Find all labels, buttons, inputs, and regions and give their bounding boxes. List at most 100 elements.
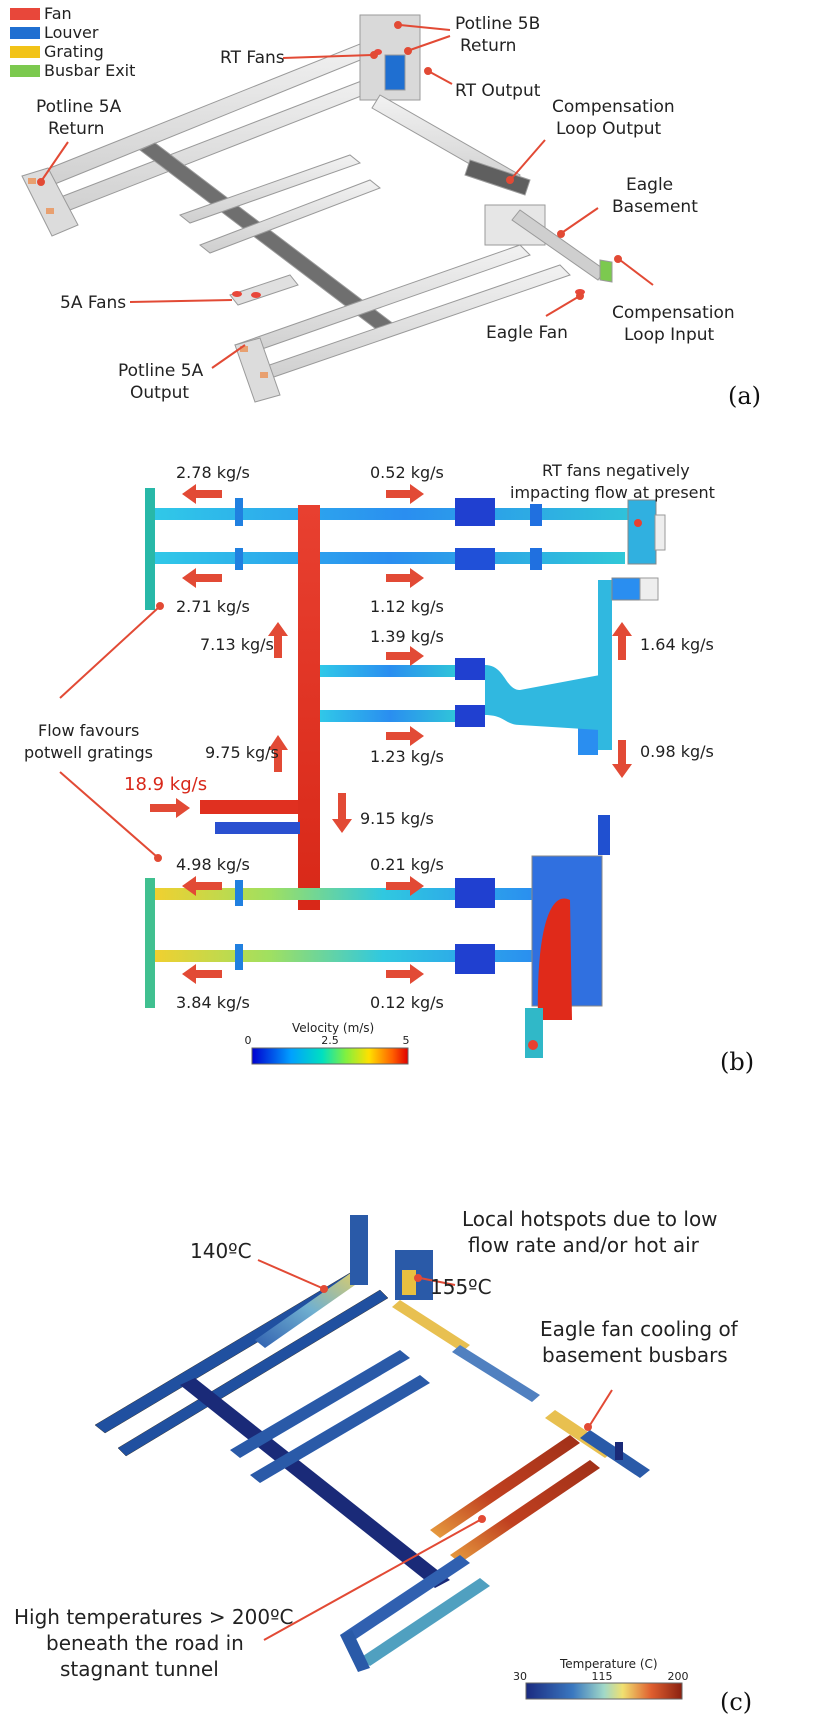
arrow-up-icon: [268, 622, 288, 658]
arrow-up-icon: [268, 735, 288, 772]
colorbar-tick-min: 0: [245, 1034, 252, 1047]
legend-busbar-exit: Busbar Exit: [44, 61, 135, 80]
flow-top-mid: 0.52 kg/s: [370, 463, 444, 482]
flow-top-left: 2.78 kg/s: [176, 463, 250, 482]
note-potwell-line2: potwell gratings: [24, 743, 153, 762]
callout-rt-fans: RT Fans: [220, 48, 285, 68]
flow-bottom-mid: 0.12 kg/s: [370, 993, 444, 1012]
tunnel-network: [21, 14, 613, 403]
grating-icon: [260, 372, 268, 378]
panel-b-tag: (b): [720, 1048, 754, 1076]
panel-a-tag: (a): [728, 382, 761, 410]
callout-eagle-basement-line2: Basement: [612, 197, 698, 217]
callout-comp-loop-input-line2: Loop Input: [624, 325, 715, 345]
panel-c-temperature-map: 140ºC 155ºC Local hotspots due to low fl…: [0, 1180, 832, 1715]
callout-eagle-fan: Eagle Fan: [486, 323, 568, 343]
note-rt-fans-line1: RT fans negatively: [542, 461, 690, 480]
temp-colorbar-tick-mid: 115: [592, 1670, 613, 1683]
arrow-down-icon: [332, 793, 352, 833]
callout-potline-5a-return-line2: Return: [48, 119, 104, 139]
note-high-temp-line3: stagnant tunnel: [60, 1657, 219, 1681]
note-hotspot-line2: flow rate and/or hot air: [468, 1233, 700, 1257]
callout-comp-loop-output-line1: Compensation: [552, 97, 675, 117]
arrow-right-icon: [386, 726, 424, 746]
panel-b-svg: 2.78 kg/s 0.52 kg/s 2.71 kg/s 1.12 kg/s …: [24, 461, 754, 1076]
temp-colorbar-tick-min: 30: [513, 1670, 527, 1683]
fan-icon: [251, 292, 261, 298]
legend-swatch-grating: [10, 46, 40, 58]
callout-potline-5b-return-line1: Potline 5B: [455, 14, 540, 34]
callout-lines: [37, 21, 654, 369]
temp-colorbar-title: Temperature (C): [559, 1657, 658, 1671]
grating-icon: [46, 208, 54, 214]
callout-potline-5a-return-line1: Potline 5A: [36, 97, 122, 117]
temperature-colorbar: Temperature (C) 30 115 200: [513, 1657, 689, 1700]
flow-loop-top: 1.39 kg/s: [370, 627, 444, 646]
arrow-up-icon: [612, 622, 632, 660]
legend-fan: Fan: [44, 4, 72, 23]
callout-eagle-basement-line1: Eagle: [626, 175, 673, 195]
note-temp-140: 140ºC: [190, 1239, 252, 1263]
legend: Fan Louver Grating Busbar Exit: [10, 4, 135, 80]
colorbar-title: Velocity (m/s): [292, 1021, 374, 1035]
grating-icon: [28, 178, 36, 184]
arrow-right-icon: [386, 484, 424, 504]
temp-callout-lines: [257, 1259, 613, 1641]
callout-comp-loop-input-line1: Compensation: [612, 303, 735, 323]
flow-bottom-left: 3.84 kg/s: [176, 993, 250, 1012]
flow-vertical-up-2: 9.75 kg/s: [205, 743, 279, 762]
arrow-left-icon: [182, 964, 222, 984]
flow-right-down: 0.98 kg/s: [640, 742, 714, 761]
arrow-right-icon: [150, 798, 190, 818]
grating-icon: [240, 346, 248, 352]
arrow-right-icon: [386, 646, 424, 666]
arrow-right-icon: [386, 876, 424, 896]
arrow-right-icon: [386, 568, 424, 588]
note-hotspot-line1: Local hotspots due to low: [462, 1207, 718, 1231]
colorbar-tick-max: 5: [403, 1034, 410, 1047]
callout-potline-5a-output-line1: Potline 5A: [118, 361, 204, 381]
legend-swatch-louver: [10, 27, 40, 39]
flow-right-up: 1.64 kg/s: [640, 635, 714, 654]
note-potwell-line1: Flow favours: [38, 721, 139, 740]
legend-swatch-fan: [10, 8, 40, 20]
fan-icon: [232, 291, 242, 297]
note-eagle-line2: basement busbars: [542, 1343, 728, 1367]
note-eagle-line1: Eagle fan cooling of: [540, 1317, 739, 1341]
callout-5a-fans: 5A Fans: [60, 293, 126, 313]
panel-a-isometric-layout: Fan Louver Grating Busbar Exit: [0, 0, 832, 440]
flow-lower-mid: 0.21 kg/s: [370, 855, 444, 874]
note-high-temp-line2: beneath the road in: [46, 1631, 244, 1655]
colorbar-tick-mid: 2.5: [321, 1034, 339, 1047]
velocity-colorbar: Velocity (m/s) 0 2.5 5: [245, 1021, 410, 1065]
note-high-temp-line1: High temperatures > 200ºC: [14, 1605, 294, 1629]
flow-inlet: 18.9 kg/s: [124, 774, 207, 795]
panel-b-velocity-plan: 2.78 kg/s 0.52 kg/s 2.71 kg/s 1.12 kg/s …: [0, 460, 832, 1160]
flow-loop-bottom: 1.23 kg/s: [370, 747, 444, 766]
arrow-left-icon: [182, 568, 222, 588]
note-temp-155: 155ºC: [430, 1275, 492, 1299]
potwell-callout-lines: [59, 602, 164, 862]
callout-rt-output: RT Output: [455, 81, 541, 101]
flow-down-branch: 9.15 kg/s: [360, 809, 434, 828]
panel-c-tag: (c): [720, 1688, 752, 1715]
arrow-left-icon: [182, 876, 222, 896]
note-rt-fans-line2: impacting flow at present: [510, 483, 715, 502]
arrow-right-icon: [386, 964, 424, 984]
flow-second-left: 2.71 kg/s: [176, 597, 250, 616]
legend-swatch-busbar-exit: [10, 65, 40, 77]
flow-second-mid: 1.12 kg/s: [370, 597, 444, 616]
arrow-left-icon: [182, 484, 222, 504]
callout-potline-5b-return-line2: Return: [460, 36, 516, 56]
callout-comp-loop-output-line2: Loop Output: [556, 119, 662, 139]
velocity-tunnels: [145, 488, 666, 1058]
flow-arrows: [150, 484, 632, 984]
legend-louver: Louver: [44, 23, 99, 42]
arrow-down-icon: [612, 740, 632, 778]
flow-vertical-up-1: 7.13 kg/s: [200, 635, 274, 654]
legend-grating: Grating: [44, 42, 104, 61]
flow-labels: 2.78 kg/s 0.52 kg/s 2.71 kg/s 1.12 kg/s …: [124, 463, 714, 1012]
panel-c-svg: 140ºC 155ºC Local hotspots due to low fl…: [14, 1207, 752, 1715]
temperature-tunnels: [94, 1215, 650, 1672]
flow-lower-left: 4.98 kg/s: [176, 855, 250, 874]
